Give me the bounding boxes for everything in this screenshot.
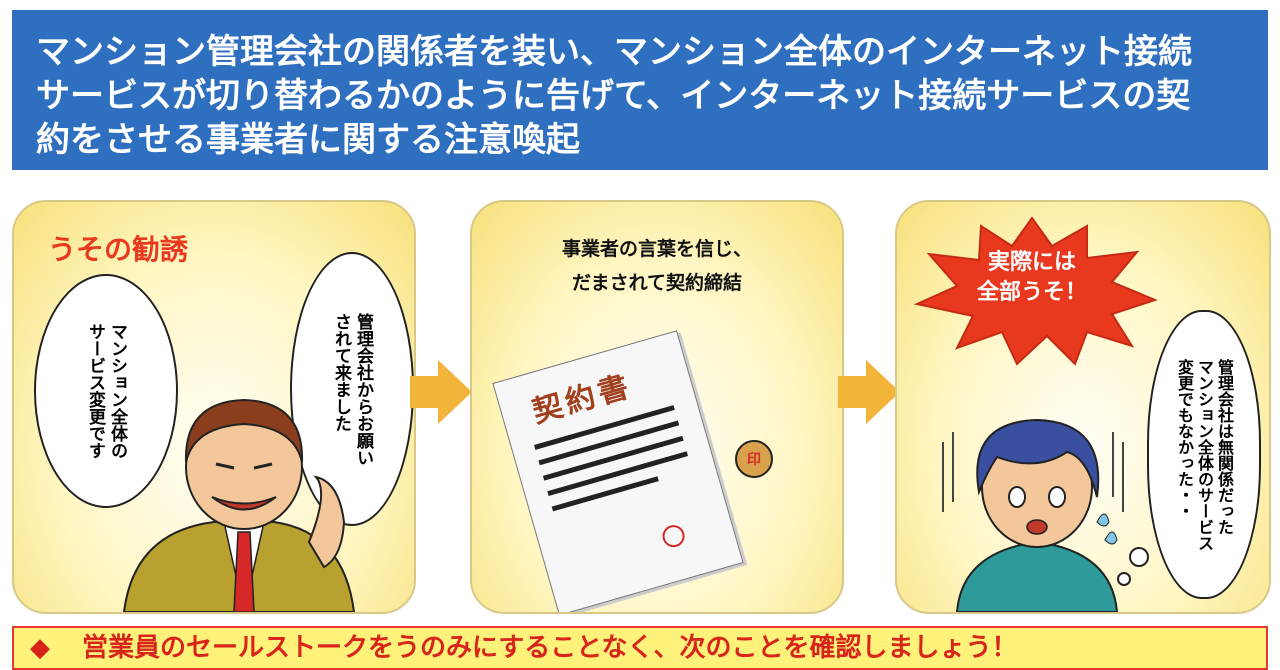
contract-caption-line1: 事業者の言葉を信じ、 [561, 238, 752, 260]
contract-document: 契約書 [492, 330, 744, 612]
arrow-right-icon [410, 360, 472, 424]
thought-bubble-text: 管理会社は無関係だった マンション全体のサービス 変更でもなかった・・ [1175, 358, 1234, 551]
contract-caption-line2: だまされて契約締結 [571, 272, 743, 294]
bubble-left-text: マンション全体の サービス変更です [85, 323, 127, 459]
hanko-stamp-icon: 印 [735, 440, 773, 478]
diamond-bullet-icon: ◆ [30, 633, 50, 663]
thought-dot-small [1117, 572, 1131, 586]
salesman-illustration [122, 398, 356, 612]
panel-false-solicitation: うその勧誘 マンション全体の サービス変更です 管理会社からお願い されて来まし… [12, 200, 416, 614]
header-title-line1: マンション管理会社の関係者を装い、マンション全体のインターネット接続 [36, 32, 1192, 72]
hanko-stamp-char: 印 [747, 452, 761, 468]
false-solicitation-label: うその勧誘 [48, 233, 189, 266]
footer-message: 営業員のセールストークをうのみにすることなく、次のことを確認しましょう！ [82, 633, 1018, 663]
customer-thought-bubble: 管理会社は無関係だった マンション全体のサービス 変更でもなかった・・ [1147, 310, 1261, 599]
header-title-line2: サービスが切り替わるかのように告げて、インターネット接続サービスの契 [36, 76, 1191, 116]
arrow-right-icon [838, 360, 900, 424]
bubble-right-text: 管理会社からお願い されて来ました [331, 312, 373, 466]
header-title-line3: 約をさせる事業者に関する注意喚起 [36, 120, 580, 160]
contract-caption: 事業者の言葉を信じ、 だまされて契約締結 [472, 232, 842, 300]
alert-burst-icon [913, 216, 1157, 366]
panel-all-lies: 実際には 全部うそ！ 管理会社は無関係だった マンション全体のサービス 変更でも… [895, 200, 1271, 614]
salesman-speech-bubble-left: マンション全体の サービス変更です [34, 274, 178, 508]
worried-customer-illustration [942, 418, 1124, 612]
burst-text: 実際には 全部うそ！ [957, 248, 1107, 308]
thought-dot-large [1129, 547, 1149, 567]
notice-header: マンション管理会社の関係者を装い、マンション全体のインターネット接続 サービスが… [12, 10, 1268, 170]
burst-text-line2: 全部うそ！ [976, 280, 1087, 305]
warning-footer: ◆ 営業員のセールストークをうのみにすることなく、次のことを確認しましょう！ [12, 626, 1268, 670]
burst-text-line1: 実際には [987, 250, 1076, 275]
seal-mark-icon [659, 522, 688, 550]
panel-contract-signed: 事業者の言葉を信じ、 だまされて契約締結 契約書 印 [470, 200, 844, 614]
